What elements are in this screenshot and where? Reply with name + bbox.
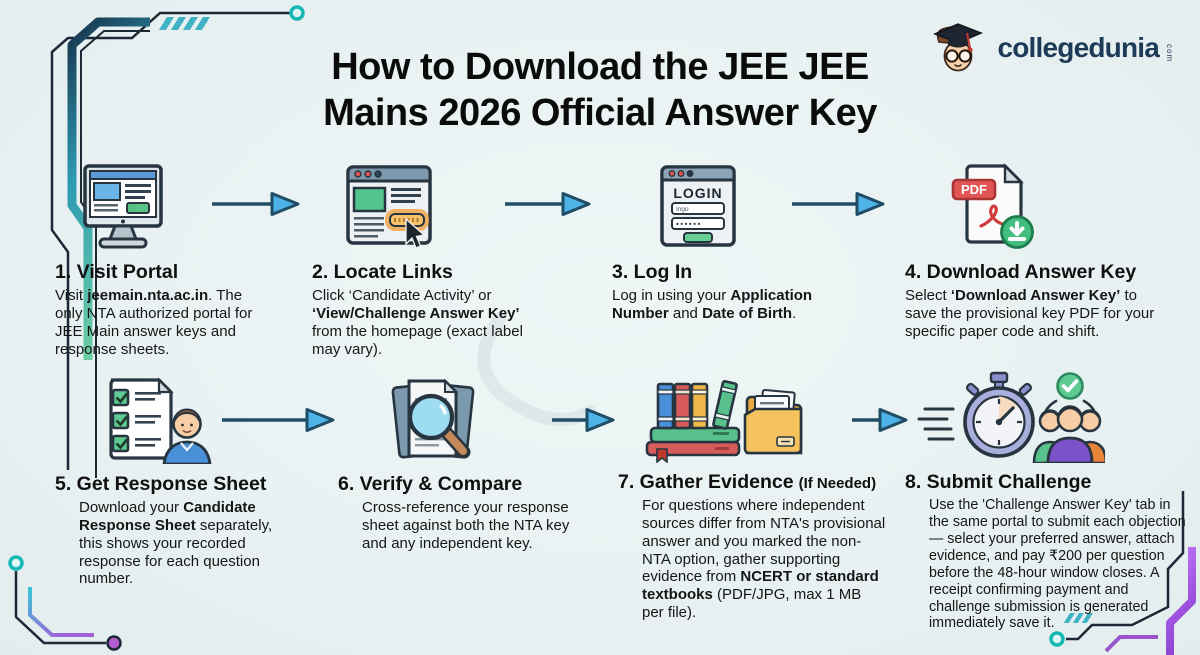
step-6-verify-compare: 6. Verify & Compare Cross-reference your… <box>338 370 593 553</box>
step-8-submit-challenge: 8. Submit Challenge Use the 'Challenge A… <box>905 368 1200 632</box>
monitor-website-icon <box>83 164 163 249</box>
step-body: Download your Candidate Response Sheet s… <box>79 499 273 588</box>
step-body: For questions where independent sources … <box>642 497 886 621</box>
page-title-line1: How to Download the JEE JEE <box>331 46 869 88</box>
browser-link-cursor-icon <box>346 165 432 249</box>
step-body: Select ‘Download Answer Key’ to save the… <box>905 287 1155 340</box>
checklist-person-icon <box>109 377 212 464</box>
step-title: 4. Download Answer Key <box>905 261 1137 283</box>
magnifier-documents-icon <box>391 378 475 459</box>
step-body: Log in using your Application Number and… <box>612 287 813 323</box>
books-folder-icon <box>645 380 803 463</box>
collegedunia-logo: collegedunia com <box>927 20 1174 76</box>
step-body: Use the 'Challenge Answer Key' tab in th… <box>929 497 1186 632</box>
step-title: 7. Gather Evidence <box>618 471 794 493</box>
step-5-get-response-sheet: 5. Get Response Sheet Download your Cand… <box>55 370 325 588</box>
step-2-locate-links: 2. Locate Links Click ‘Candidate Activit… <box>312 158 582 358</box>
collegedunia-wordmark: collegedunia <box>997 32 1159 63</box>
step-title: 1. Visit Portal <box>55 261 179 283</box>
step-title: 5. Get Response Sheet <box>55 473 267 495</box>
step-title-suffix: (If Needed) <box>798 475 877 492</box>
step-3-log-in: LOGIN Ingo •••••• 3. Log In Log in using… <box>612 158 887 323</box>
step-title: 3. Log In <box>612 261 693 283</box>
arrow-step6-to-step7 <box>552 408 615 432</box>
pdf-badge-text: PDF <box>961 182 987 197</box>
arrow-step1-to-step2 <box>212 192 300 216</box>
step-4-download-answer-key: PDF 4. Download Answer Key Select ‘Downl… <box>905 158 1195 341</box>
page-title-line2: Mains 2026 Official Answer Key <box>323 92 877 135</box>
collegedunia-tld: com <box>1165 43 1174 63</box>
step-title: 2. Locate Links <box>312 261 453 283</box>
arrow-step5-to-step6 <box>222 408 335 432</box>
page-title: How to Download the JEE JEE Mains 2026 O… <box>190 44 1010 137</box>
stopwatch-people-icon <box>917 371 1105 463</box>
login-password-text: •••••• <box>676 220 702 229</box>
pdf-download-icon: PDF <box>951 163 1034 249</box>
step-body: Cross-reference your response sheet agai… <box>362 499 570 552</box>
step-body: Visit jeemain.nta.ac.in. The only NTA au… <box>55 287 253 358</box>
login-username-text: Ingo <box>676 206 689 213</box>
arrow-step2-to-step3 <box>505 192 591 216</box>
step-title: 6. Verify & Compare <box>338 473 523 495</box>
step-1-visit-portal: 1. Visit Portal Visit jeemain.nta.ac.in.… <box>55 158 310 358</box>
login-title-text: LOGIN <box>673 185 722 201</box>
step-title: 8. Submit Challenge <box>905 471 1092 493</box>
arrow-step7-to-step8 <box>852 408 908 432</box>
step-7-gather-evidence: 7. Gather Evidence (If Needed) For quest… <box>618 368 908 621</box>
login-form-icon: LOGIN Ingo •••••• <box>660 165 736 247</box>
step-body: Click ‘Candidate Activity’ or ‘View/Chal… <box>312 287 523 358</box>
collegedunia-mascot-icon <box>933 23 984 72</box>
arrow-step3-to-step4 <box>792 192 885 216</box>
